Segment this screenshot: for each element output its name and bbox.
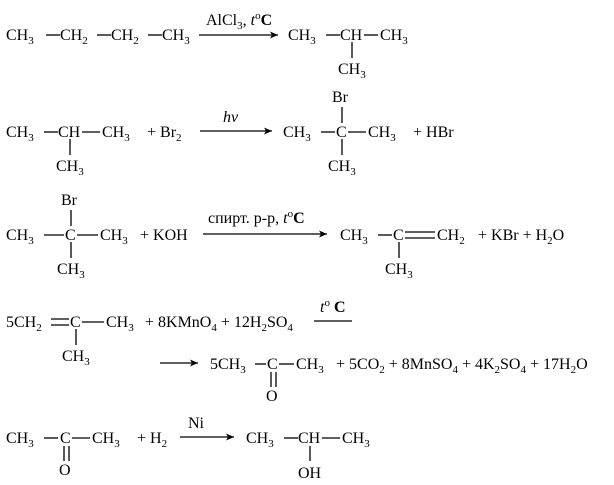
r2-side-product: + HBr (413, 124, 454, 141)
r4-reactant-ch3: CH3 (106, 314, 134, 334)
r4-side-products: + 5CO2 + 8MnSO4 + 4K2SO4 + 17H2O (336, 356, 588, 376)
r4-reagents: + 8KMnO4 + 12H2SO4 (145, 314, 293, 334)
r2-reactant-ch: CH (58, 124, 81, 141)
r3-product-c: C (393, 227, 404, 244)
r4-reactant-c: C (70, 314, 81, 331)
r4-arrow-head (190, 359, 198, 367)
r3-reactant-ch3-a: CH3 (6, 227, 34, 247)
r1-reactant-ch2-b: CH2 (111, 27, 139, 47)
r5-reactant-ch3-a: CH3 (6, 430, 34, 450)
r2-product-c: C (336, 124, 347, 141)
r4-reactant-sub: CH3 (62, 348, 90, 368)
r3-condition: спирт. р-р, toC (208, 208, 305, 227)
r1-reactant-ch3-b: CH3 (162, 27, 190, 47)
r1-product-ch3-a: CH3 (288, 27, 316, 47)
r5-product-ch: CH (298, 430, 321, 447)
r2-arrow-head (264, 127, 272, 135)
reaction-3: Br CH3 C CH3 CH3 + KOH спирт. р-р, toC C… (6, 192, 564, 281)
r5-arrow-head (226, 433, 234, 441)
r2-product-ch3-b: CH3 (368, 124, 396, 144)
r1-product-ch3-b: CH3 (380, 27, 408, 47)
r1-condition: AlCl3, toC (206, 10, 272, 32)
r2-condition: hv (223, 109, 239, 126)
r1-product-ch: CH (340, 27, 363, 44)
r1-reactant-ch3-a: CH3 (6, 27, 34, 47)
r1-arrow-head (270, 31, 278, 39)
r2-product-ch3-a: CH3 (283, 124, 311, 144)
reaction-1: CH3 CH2 CH2 CH3 AlCl3, toC CH3 CH CH3 CH… (6, 10, 408, 81)
r3-product-sub: CH3 (385, 261, 413, 281)
r3-reactant-c: C (65, 227, 76, 244)
r3-reagent: + KOH (140, 227, 188, 244)
r1-reactant-ch2-a: CH2 (60, 27, 88, 47)
r4-product-5ch3: 5CH3 (210, 356, 246, 376)
r3-reactant-sub: CH3 (57, 261, 85, 281)
r5-condition: Ni (188, 415, 205, 432)
r5-reagent: + H2 (137, 430, 167, 450)
r2-product-top: Br (332, 89, 349, 106)
r2-reactant-sub: CH3 (56, 158, 84, 178)
r5-product-ch3-a: CH3 (246, 430, 274, 450)
r3-product-ch3-a: CH3 (340, 227, 368, 247)
reaction-5: CH3 C CH3 O + H2 Ni CH3 CH CH3 OH (6, 415, 370, 482)
r4-product-ch3: CH3 (296, 356, 324, 376)
r2-reactant-ch3-b: CH3 (102, 124, 130, 144)
r4-product-c: C (267, 356, 278, 373)
r2-product-sub: CH3 (328, 158, 356, 178)
reaction-4: 5CH2 C CH3 CH3 + 8KMnO4 + 12H2SO4 to C 5… (6, 297, 588, 405)
r3-product-ch2: CH2 (437, 227, 465, 247)
reaction-2: CH3 CH CH3 CH3 + Br2 hv Br CH3 C CH3 CH3… (6, 89, 454, 178)
r1-product-sub: CH3 (338, 61, 366, 81)
r3-reactant-top: Br (61, 192, 78, 209)
r3-reactant-ch3-b: CH3 (100, 227, 128, 247)
r3-side-products: + KBr + H2O (478, 227, 564, 247)
r5-reactant-sub: O (59, 462, 71, 479)
r5-product-ch3-b: CH3 (342, 430, 370, 450)
r5-product-sub: OH (298, 465, 322, 482)
r5-reactant-c: C (60, 430, 71, 447)
r4-product-sub: O (266, 388, 278, 405)
r2-reactant-ch3-a: CH3 (6, 124, 34, 144)
r4-condition: to C (320, 297, 346, 316)
r2-reagent: + Br2 (147, 124, 182, 144)
r5-reactant-ch3-b: CH3 (92, 430, 120, 450)
r4-reactant-5ch2: 5CH2 (6, 314, 42, 334)
r3-arrow-head (319, 230, 327, 238)
